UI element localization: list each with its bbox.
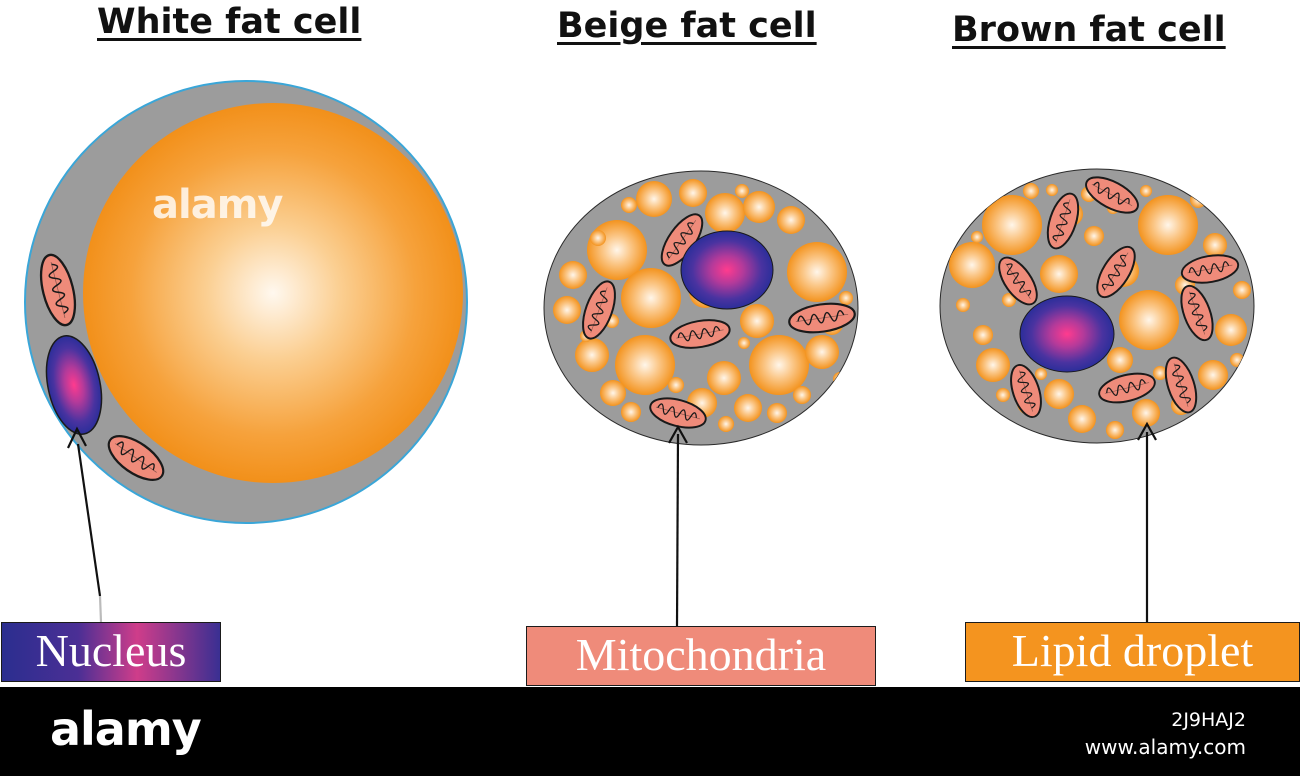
lipid-droplet-label: Lipid droplet [965, 622, 1300, 682]
nucleus-pointer-arrow [67, 426, 103, 623]
mitochondria-pointer-arrow [668, 424, 688, 627]
watermark-overlay-logo: alamy [152, 182, 283, 228]
mitochondria-label: Mitochondria [526, 626, 876, 686]
image-id-text: 2J9HAJ2 [1171, 709, 1246, 731]
beige-cell-lipid-droplets [553, 179, 853, 432]
alamy-logo: alamy [50, 702, 202, 756]
brown-fat-cell [939, 168, 1255, 444]
beige-fat-cell-title: Beige fat cell [557, 6, 817, 46]
fat-cells-diagram [24, 80, 1255, 627]
brown-fat-cell-title: Brown fat cell [952, 10, 1226, 50]
white-cell-nucleus [45, 335, 103, 435]
watermark-footer-bar [0, 687, 1300, 776]
watermark-url: www.alamy.com [1084, 735, 1246, 759]
brown-cell-nucleus [1019, 295, 1115, 373]
beige-fat-cell [543, 170, 859, 446]
beige-cell-nucleus [680, 230, 774, 310]
lipid-droplet-pointer-arrow [1137, 421, 1157, 622]
white-fat-cell-title: White fat cell [97, 2, 362, 42]
white-cell-lipid-droplet [83, 103, 463, 483]
white-fat-cell [24, 80, 468, 524]
nucleus-label: Nucleus [1, 622, 221, 682]
